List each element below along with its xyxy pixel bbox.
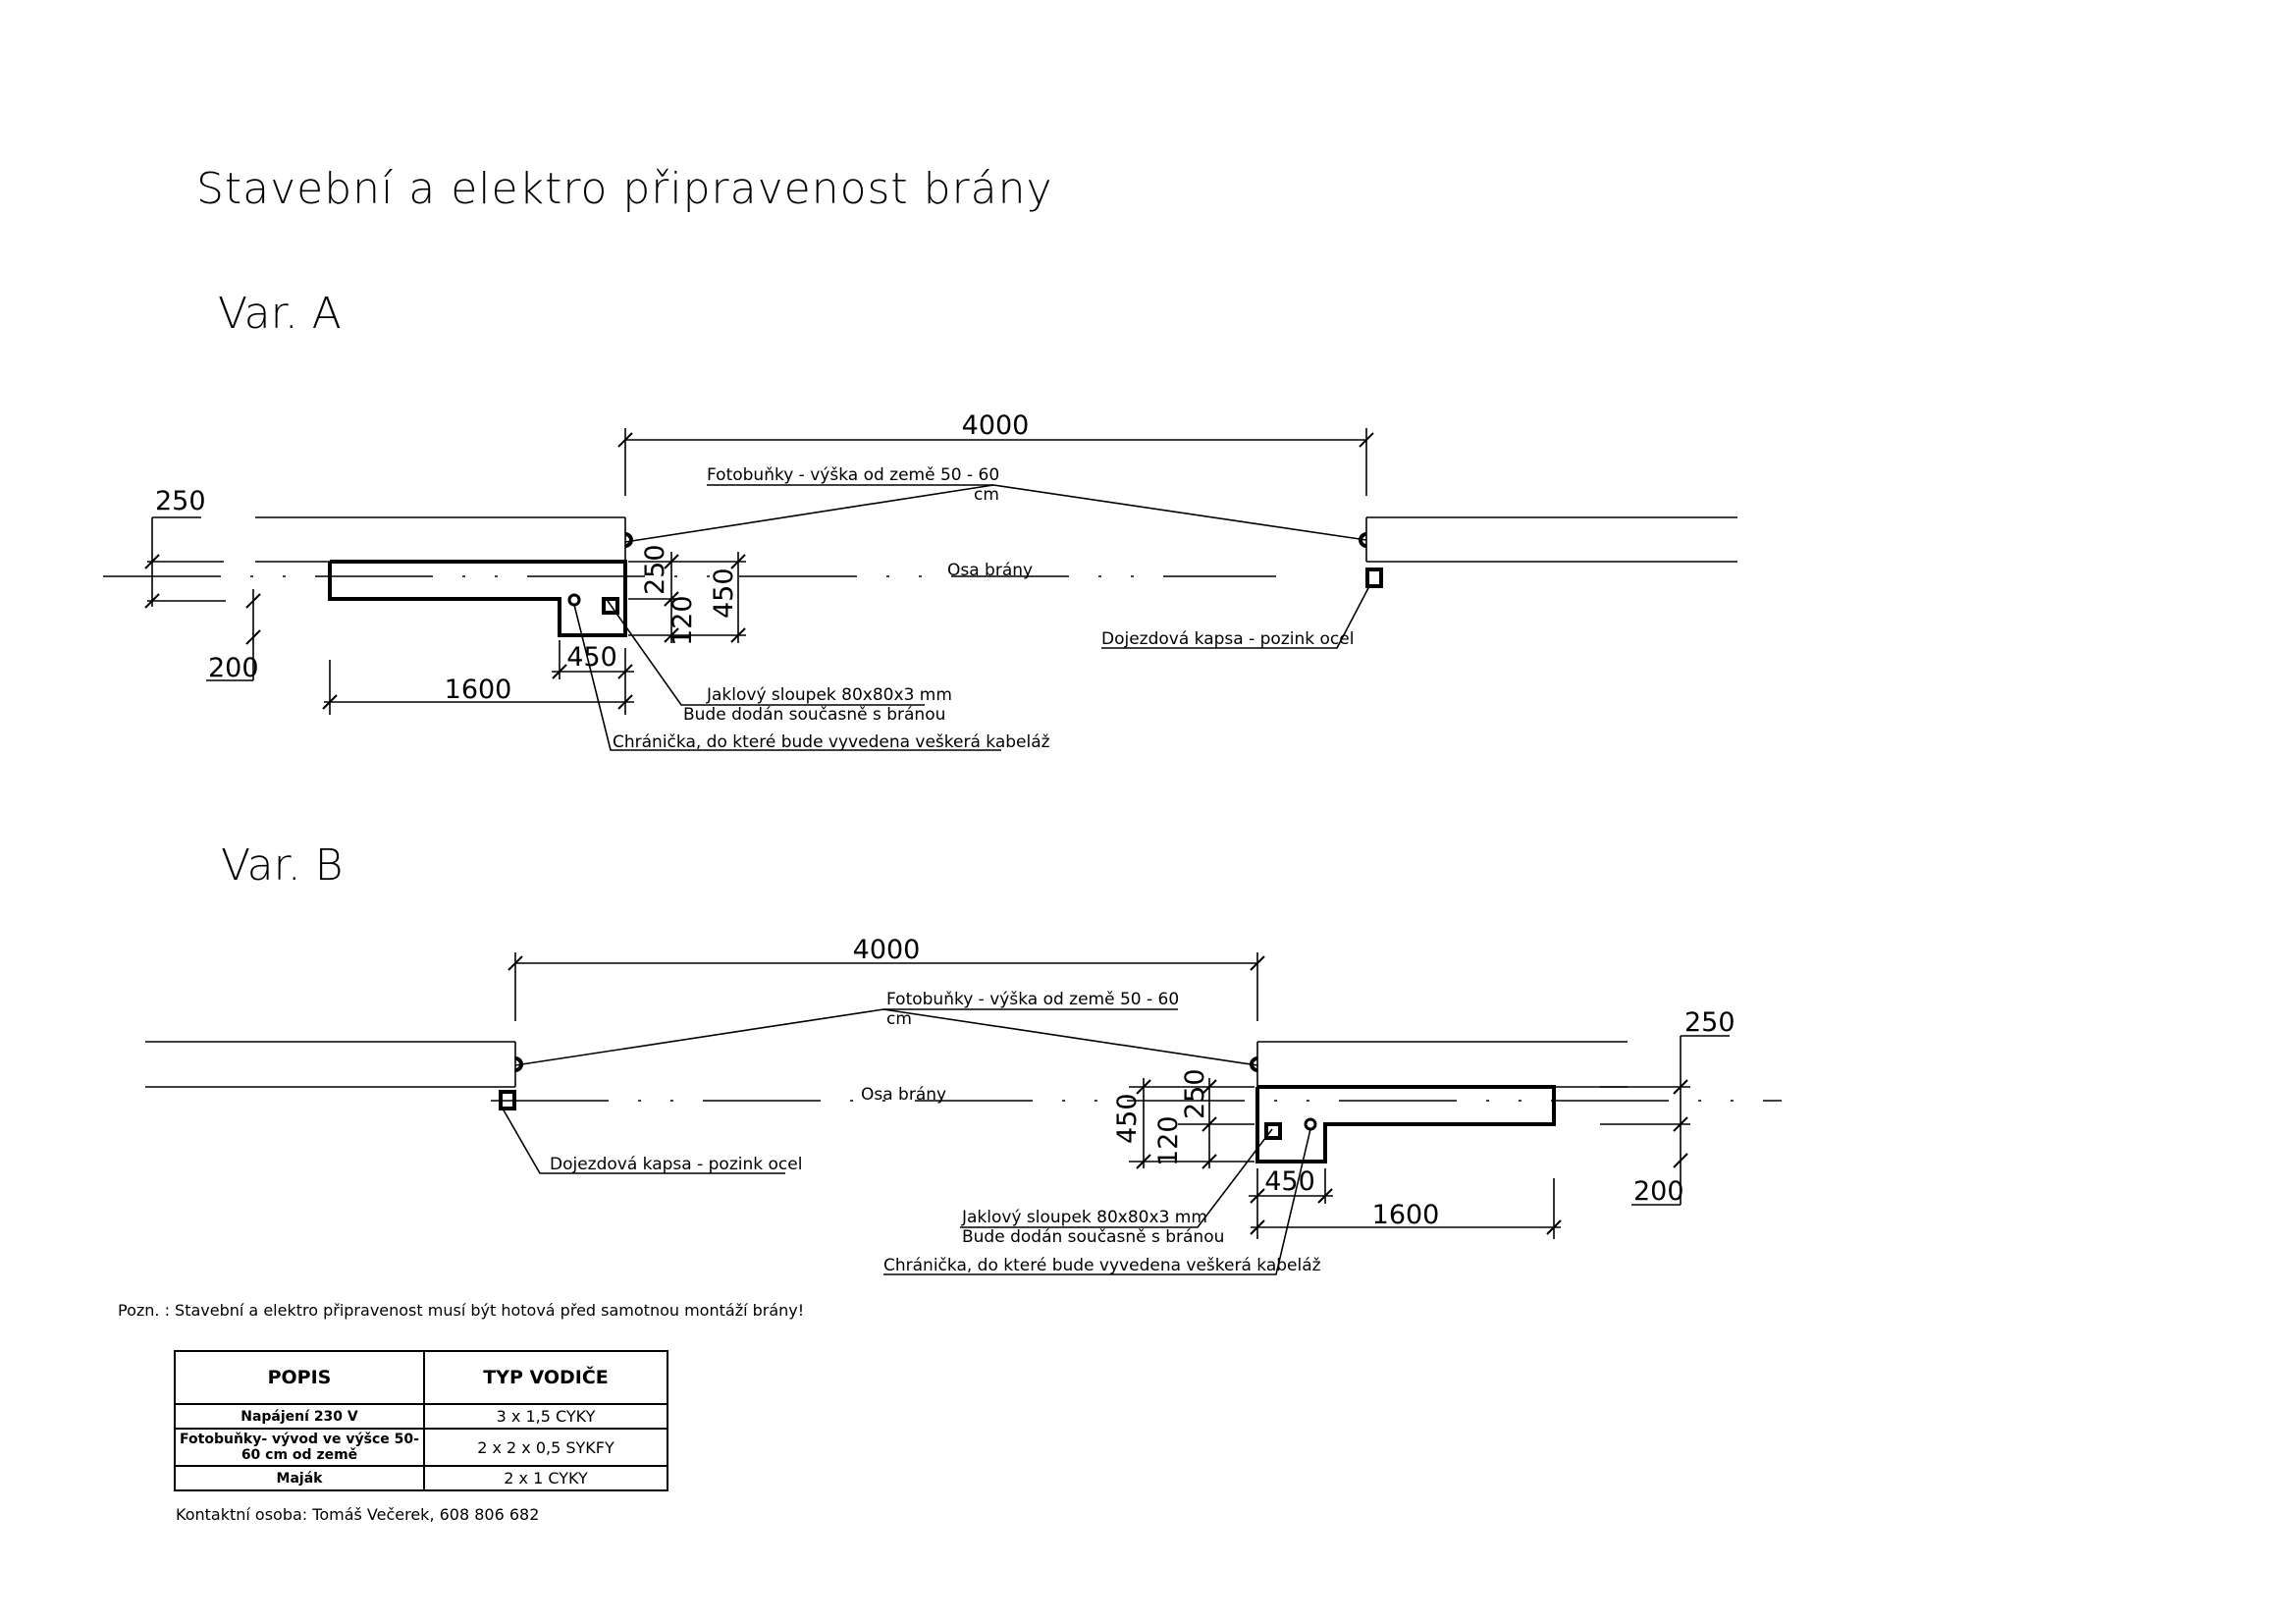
dim-tick [1317, 1188, 1333, 1204]
dim-450v-text: 450 [1112, 1093, 1143, 1144]
dim-tick [245, 593, 261, 609]
dim-tick [245, 629, 261, 645]
table-cell-typ: 2 x 1 CYKY [423, 1465, 668, 1491]
photocell-label: Fotobuňky - výška od země 50 - 60 [886, 990, 1179, 1009]
conduit-leader [573, 604, 1001, 751]
dim-200-text: 200 [1633, 1176, 1684, 1207]
dim-tick [1359, 432, 1374, 448]
table-cell-popis: Fotobuňky- vývod ve výšce 50-60 cm od ze… [174, 1428, 425, 1467]
note-text: Pozn. : Stavební a elektro připravenost … [118, 1301, 805, 1320]
table-header-row: POPIS TYP VODIČE [174, 1350, 668, 1405]
table-row: Fotobuňky- vývod ve výšce 50-60 cm od ze… [174, 1428, 668, 1467]
dim-tick [664, 554, 679, 569]
variant-b: Var. B 4000 Fotobuňky - výška od země 50… [145, 840, 1782, 1275]
post-square [602, 597, 619, 615]
dim-span-text: 4000 [853, 935, 921, 965]
dim-tick [1201, 1154, 1217, 1169]
dim-250v-text: 250 [1180, 1068, 1210, 1119]
dim-tick [144, 593, 160, 609]
dim-tick [507, 955, 523, 971]
foundation-outline [328, 560, 627, 637]
dim-1600-text: 1600 [445, 675, 512, 705]
dim-tick [1673, 1153, 1688, 1168]
conduit-label: Chránička, do které bude vyvedena vešker… [613, 732, 1050, 752]
photocell-left-icon [514, 1056, 523, 1072]
table-header-typ: TYP VODIČE [423, 1350, 668, 1405]
table-cell-typ: 2 x 2 x 0,5 SYKFY [423, 1428, 668, 1467]
post-leader [607, 600, 925, 706]
photocell-label-cm: cm [974, 485, 999, 505]
dim-tick [1250, 1219, 1265, 1235]
dim-tick [1136, 1079, 1151, 1095]
dim-tick [144, 554, 160, 569]
dim-tick [1136, 1154, 1151, 1169]
contact-text: Kontaktní osoba: Tomáš Večerek, 608 806 … [176, 1505, 540, 1524]
dim-250-text: 250 [155, 486, 206, 516]
dim-tick [664, 591, 679, 607]
photocell-right-icon [1250, 1056, 1258, 1072]
wire-table: POPIS TYP VODIČE Napájení 230 V 3 x 1,5 … [174, 1350, 668, 1491]
table-cell-typ: 3 x 1,5 CYKY [423, 1403, 668, 1430]
photocell-left-icon [624, 532, 633, 548]
dim-120v-text: 120 [667, 595, 698, 646]
variant-b-label: Var. B [221, 840, 343, 891]
dim-tick [1201, 1079, 1217, 1095]
dim-tick [730, 627, 746, 643]
dim-tick [552, 664, 567, 679]
dim-tick [664, 627, 679, 643]
table-header-popis: POPIS [174, 1350, 425, 1405]
dim-tick [1546, 1219, 1562, 1235]
dim-250-text: 250 [1684, 1007, 1735, 1038]
conduit-leader [883, 1128, 1311, 1275]
variant-a-label: Var. A [218, 289, 342, 339]
post-label-1: Jaklový sloupek 80x80x3 mm [706, 685, 952, 705]
dim-450h-text: 450 [566, 642, 617, 673]
dim-span-text: 4000 [962, 410, 1030, 441]
dim-tick [617, 664, 633, 679]
table-cell-popis: Maják [174, 1465, 425, 1491]
dim-tick [730, 554, 746, 569]
photocell-right-icon [1359, 532, 1367, 548]
dim-tick [1673, 1116, 1688, 1132]
post-label-2: Bude dodán současně s bránou [962, 1227, 1224, 1247]
variant-a: Var. A 4000 Fotobuňky - výška od země 50… [103, 289, 1737, 752]
dim-250v-text: 250 [640, 544, 670, 595]
landing-pocket [1365, 568, 1383, 588]
post-label-2: Bude dodán současně s bránou [683, 705, 945, 725]
conduit-label: Chránička, do které bude vyvedena vešker… [883, 1256, 1321, 1275]
dim-120v-text: 120 [1153, 1115, 1184, 1166]
table-row: Napájení 230 V 3 x 1,5 CYKY [174, 1403, 668, 1430]
dim-tick [1673, 1079, 1688, 1095]
pocket-leader [502, 1108, 785, 1174]
dim-tick [617, 432, 633, 448]
pocket-label: Dojezdová kapsa - pozink ocel [1101, 629, 1354, 649]
dim-tick [1250, 955, 1265, 971]
conduit-circle [1304, 1117, 1317, 1131]
landing-pocket [499, 1090, 516, 1110]
axis-label: Osa brány [861, 1085, 946, 1105]
post-label-1: Jaklový sloupek 80x80x3 mm [961, 1208, 1207, 1227]
conduit-circle [567, 593, 581, 607]
foundation-outline [1255, 1085, 1556, 1163]
dim-tick [617, 694, 633, 710]
photocell-label-cm: cm [886, 1009, 912, 1029]
drawing-title: Stavební a elektro připravenost brány [196, 164, 1053, 214]
dim-tick [1201, 1116, 1217, 1132]
dim-450h-text: 450 [1264, 1166, 1315, 1197]
photocell-label: Fotobuňky - výška od země 50 - 60 [707, 465, 999, 485]
table-cell-popis: Napájení 230 V [174, 1403, 425, 1430]
dim-tick [322, 694, 338, 710]
table-row: Maják 2 x 1 CYKY [174, 1465, 668, 1491]
post-leader [960, 1128, 1273, 1228]
post-square [1264, 1122, 1282, 1140]
dim-450v-text: 450 [709, 568, 739, 619]
pocket-label: Dojezdová kapsa - pozink ocel [550, 1155, 802, 1174]
dim-1600-text: 1600 [1372, 1200, 1440, 1230]
dim-200-text: 200 [208, 653, 259, 683]
pocket-leader [1101, 585, 1370, 649]
axis-label: Osa brány [947, 561, 1033, 580]
